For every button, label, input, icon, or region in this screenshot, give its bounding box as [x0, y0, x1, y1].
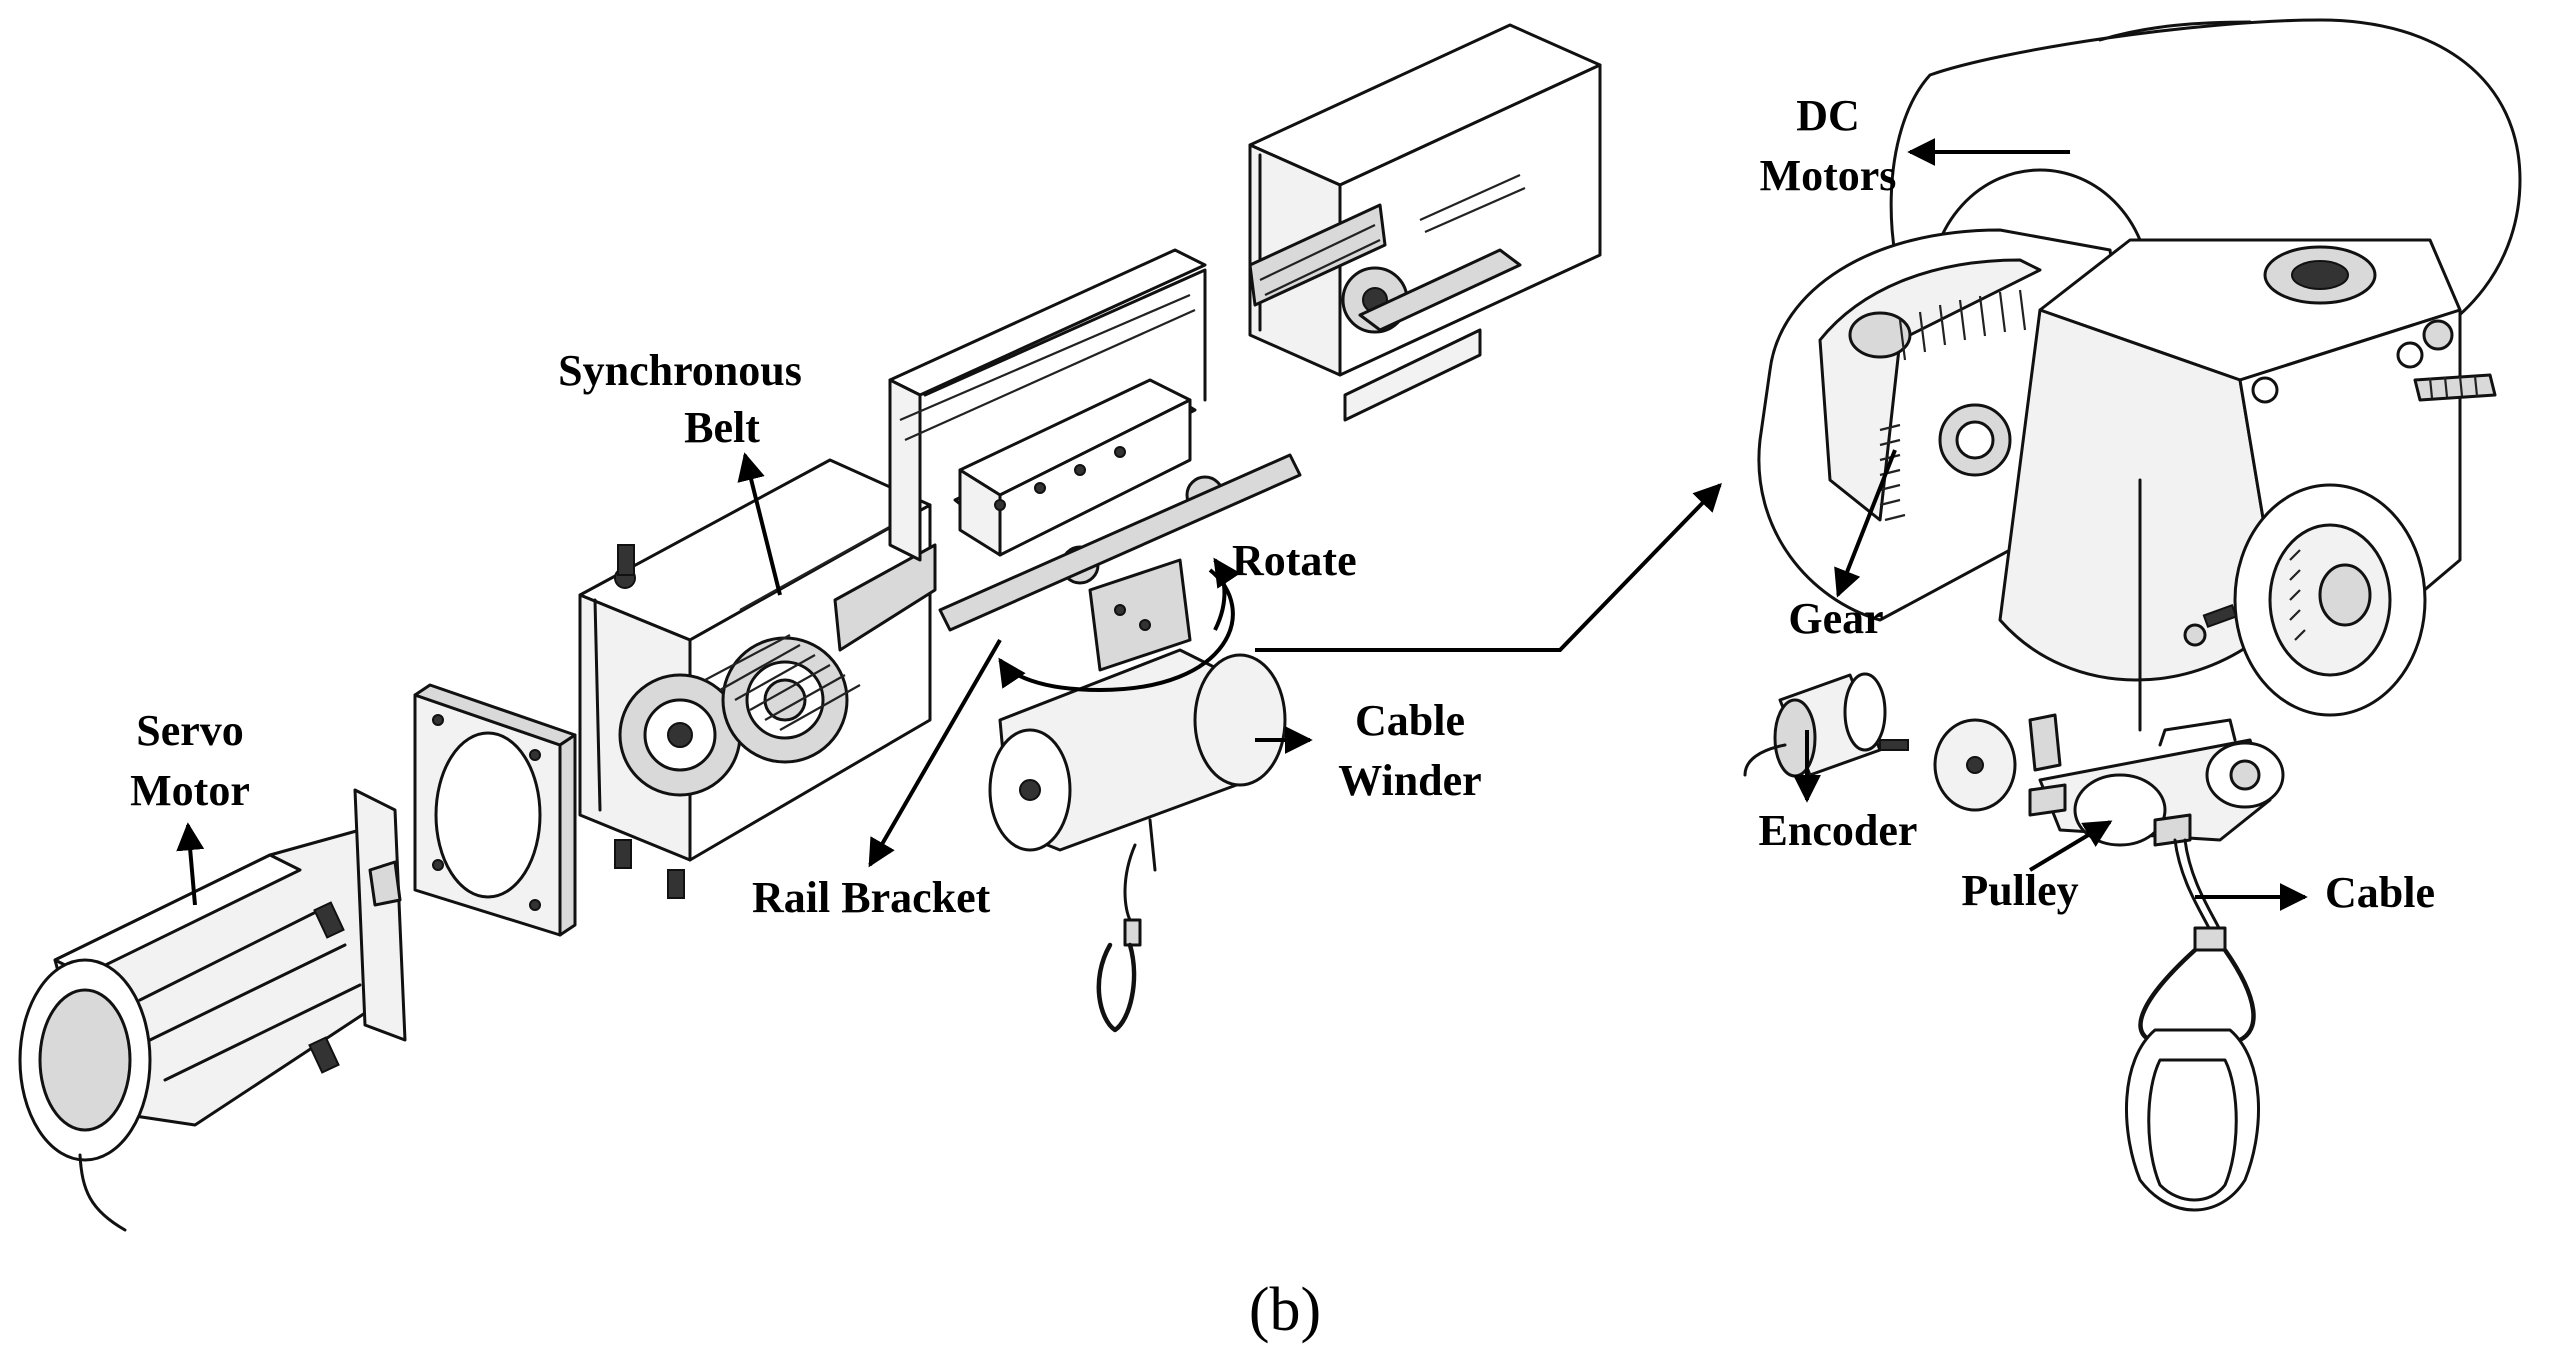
svg-text:Cable: Cable: [1355, 696, 1465, 745]
label-gear: Gear: [1788, 449, 1897, 643]
adapter-plate: [413, 683, 577, 937]
belt-housing: [578, 458, 937, 899]
servo-motor: [18, 788, 407, 1232]
label-encoder: Encoder: [1759, 730, 1918, 855]
label-servo-motor: Servo Motor: [130, 706, 250, 906]
svg-text:Synchronous: Synchronous: [558, 346, 802, 395]
svg-text:Rotate: Rotate: [1232, 536, 1357, 585]
cable-winder: [988, 558, 1287, 1033]
label-rail-bracket: Rail Bracket: [752, 638, 1002, 922]
svg-text:Rail Bracket: Rail Bracket: [752, 873, 991, 922]
gearbox-block: [1998, 238, 2497, 732]
label-dc-motors: DC Motors: [1760, 91, 2070, 200]
svg-text:Belt: Belt: [684, 403, 760, 452]
label-pulley: Pulley: [1961, 820, 2113, 915]
svg-text:Pulley: Pulley: [1961, 866, 2078, 915]
svg-text:DC: DC: [1796, 91, 1860, 140]
label-synchronous-belt: Synchronous Belt: [558, 346, 802, 596]
rotate-arrow: [998, 557, 1241, 693]
connector-arrow: [1255, 482, 1722, 652]
svg-text:Winder: Winder: [1338, 756, 1481, 805]
encoder: [1743, 672, 2062, 812]
rail-end-cap: [1248, 23, 1602, 422]
rail-slider: [888, 248, 1302, 632]
label-rotate: Rotate: [1232, 536, 1357, 585]
svg-text:Gear: Gear: [1788, 594, 1883, 643]
pulley: [2028, 718, 2285, 847]
svg-text:Servo: Servo: [136, 706, 244, 755]
cable-hook: [2124, 838, 2261, 1212]
figure-caption: (b): [1249, 1276, 1321, 1344]
label-cable: Cable: [2195, 868, 2435, 917]
svg-text:Motors: Motors: [1760, 151, 1897, 200]
svg-text:Cable: Cable: [2325, 868, 2435, 917]
label-cable-winder: Cable Winder: [1255, 696, 1482, 805]
svg-text:Motor: Motor: [130, 766, 250, 815]
svg-text:Encoder: Encoder: [1759, 806, 1918, 855]
